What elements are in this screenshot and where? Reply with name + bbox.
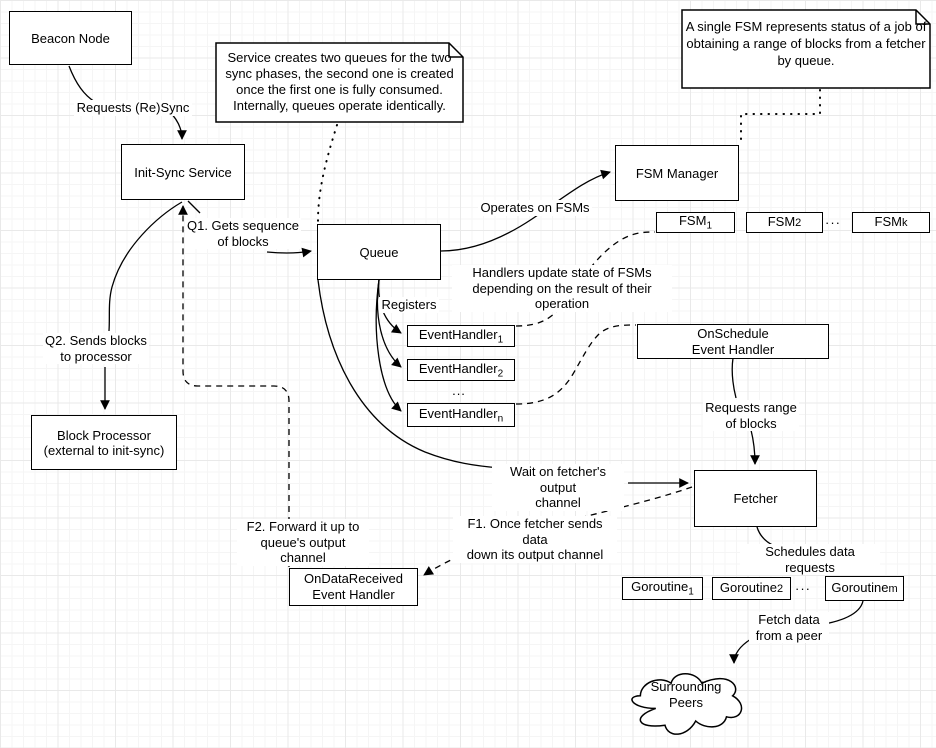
edge-queue-to-eventhandlern: [375, 279, 402, 412]
node-fsm-2[interactable]: FSM2: [746, 212, 823, 233]
edge-queue-to-fsm-manager: [440, 169, 611, 252]
node-goroutine-2[interactable]: Goroutine2: [712, 577, 791, 600]
edge-label-q2: Q2. Sends blocks to processor: [43, 333, 149, 364]
edge-label-wait-on-fetcher: Wait on fetcher's output channel: [492, 464, 624, 511]
edge-goroutine-to-cloud-b: [729, 638, 752, 664]
edge-initsync-to-queue-leader: [187, 200, 201, 214]
node-goroutine-m[interactable]: Goroutinem: [825, 576, 904, 601]
node-label: FSM1: [678, 213, 712, 232]
node-label: Fetcher: [733, 491, 778, 506]
node-label: FSM Manager: [635, 165, 719, 181]
node-label: EventHandlern: [418, 405, 504, 425]
note-shape-fsm[interactable]: [681, 9, 931, 89]
note-queues-text: Service creates two queues for the two s…: [225, 50, 454, 113]
note-fsm-text: A single FSM represents status of a job …: [685, 19, 927, 68]
node-label: Queue: [359, 244, 399, 260]
node-fsm-1[interactable]: FSM1: [656, 212, 735, 233]
edge-eventhandler1-to-fsm1: [515, 231, 656, 327]
edge-label-registers: Registers: [379, 297, 439, 313]
link-queues-note-to-queue: [317, 124, 338, 222]
node-ondatareceived-event-handler[interactable]: OnDataReceived Event Handler: [289, 568, 418, 606]
node-label: Goroutine2: [719, 580, 784, 595]
node-label: EventHandler1: [418, 326, 504, 346]
cloud-label-surrounding-peers: Surrounding Peers: [650, 679, 722, 710]
node-label: FSM2: [767, 214, 802, 229]
edge-label-operates-on-fsms: Operates on FSMs: [478, 200, 592, 216]
node-queue[interactable]: Queue: [317, 224, 441, 280]
node-label: OnSchedule Event Handler: [691, 325, 775, 357]
edge-onschedule-to-fetcher-a: [731, 357, 737, 399]
edge-label-handlers-update: Handlers update state of FSMs depending …: [452, 265, 672, 312]
node-onschedule-event-handler[interactable]: OnSchedule Event Handler: [637, 324, 829, 359]
edge-label-f1: F1. Once fetcher sends data down its out…: [453, 516, 617, 563]
event-handler-ellipsis: ...: [452, 382, 466, 398]
node-event-handler-1[interactable]: EventHandler1: [407, 325, 515, 347]
edge-beacon-to-initsync-a: [68, 65, 96, 103]
node-fetcher[interactable]: Fetcher: [694, 470, 817, 527]
edge-f2-ondatareceived-to-initsync: [178, 205, 290, 567]
link-fsm-note-to-fsm-manager: [740, 89, 821, 144]
edge-label-schedules: Schedules data requests: [740, 544, 880, 575]
node-fsm-manager[interactable]: FSM Manager: [615, 145, 739, 201]
edge-onschedule-to-fetcher-b: [750, 429, 760, 465]
node-label: EventHandler2: [418, 360, 504, 380]
node-label: Goroutine1: [631, 579, 694, 598]
cloud-surrounding-peers[interactable]: [631, 673, 743, 735]
node-label: Block Processor (external to init-sync): [43, 427, 165, 458]
edge-label-requests-range: Requests range of blocks: [703, 400, 799, 431]
node-label: FSMk: [874, 214, 908, 229]
edge-f1-fetcher-to-ondatareceived: [423, 486, 693, 576]
edge-label-requests-resync: Requests (Re)Sync: [74, 100, 192, 116]
edge-initsync-to-blockprocessor-a: [108, 201, 183, 332]
edge-label-q1: Q1. Gets sequence of blocks: [185, 218, 301, 249]
node-goroutine-1[interactable]: Goroutine1: [622, 577, 703, 600]
node-label: OnDataReceived Event Handler: [304, 571, 403, 602]
node-beacon-node[interactable]: Beacon Node: [9, 11, 132, 65]
fsm-row-ellipsis: ···: [825, 214, 841, 230]
note-shape-queues[interactable]: [215, 42, 464, 123]
node-label: Beacon Node: [31, 30, 110, 46]
goroutine-row-ellipsis: ···: [795, 580, 811, 596]
node-block-processor[interactable]: Block Processor (external to init-sync): [31, 415, 177, 470]
node-fsm-k[interactable]: FSMk: [852, 212, 930, 233]
edge-label-fetch-data: Fetch data from a peer: [749, 612, 829, 643]
node-event-handler-2[interactable]: EventHandler2: [407, 359, 515, 381]
edge-initsync-to-queue: [266, 247, 312, 258]
node-label: Init-Sync Service: [134, 164, 232, 180]
node-init-sync-service[interactable]: Init-Sync Service: [121, 144, 245, 200]
node-label: Goroutinem: [831, 580, 898, 595]
edge-queue-to-eventhandler2: [376, 279, 402, 368]
edge-queue-to-fetcher-a: [317, 279, 501, 469]
edge-label-f2: F2. Forward it up to queue's output chan…: [237, 519, 369, 566]
edge-eventhandlern-to-onschedule: [515, 324, 637, 405]
node-event-handler-n[interactable]: EventHandlern: [407, 403, 515, 427]
